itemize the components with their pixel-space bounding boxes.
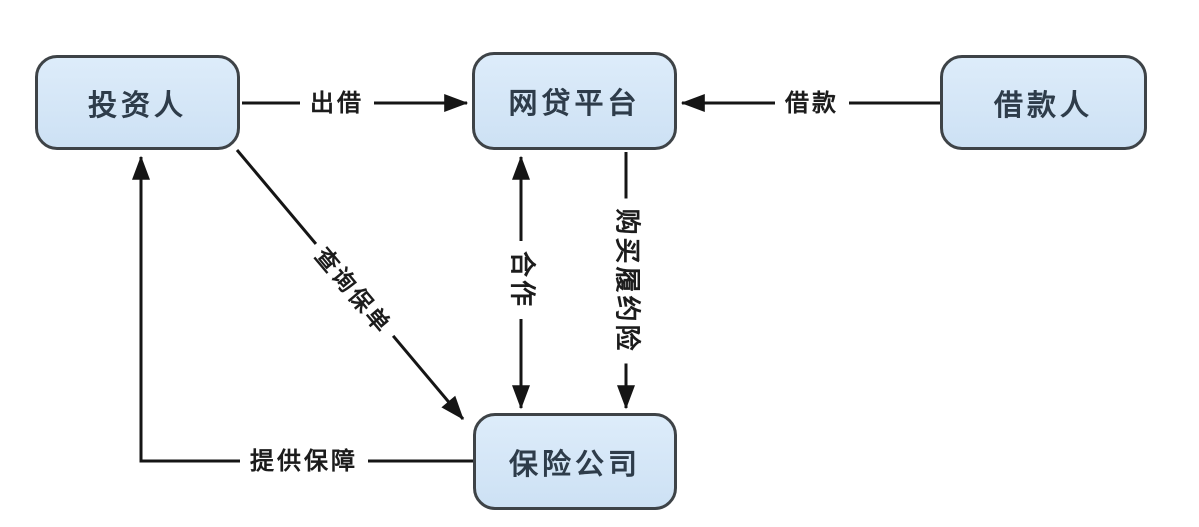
edge-provide-protection-arrow — [132, 155, 473, 463]
node-investor: 投资人 — [35, 55, 240, 150]
node-insurer: 保险公司 — [473, 413, 677, 510]
node-insurer-label: 保险公司 — [508, 446, 641, 481]
node-platform: 网贷平台 — [472, 52, 677, 150]
node-platform-label: 网贷平台 — [508, 86, 641, 120]
edge-label-lend: 出借 — [300, 87, 374, 119]
edge-label-borrow: 借款 — [775, 87, 849, 119]
node-borrower-label: 借款人 — [993, 87, 1093, 122]
node-investor-label: 投资人 — [87, 87, 187, 122]
node-borrower: 借款人 — [940, 55, 1147, 150]
edge-label-cooperate: 合作 — [504, 240, 538, 320]
edge-label-buy-insurance: 购买履约险 — [609, 198, 643, 364]
edge-label-provide-protection: 提供保障 — [240, 445, 368, 477]
